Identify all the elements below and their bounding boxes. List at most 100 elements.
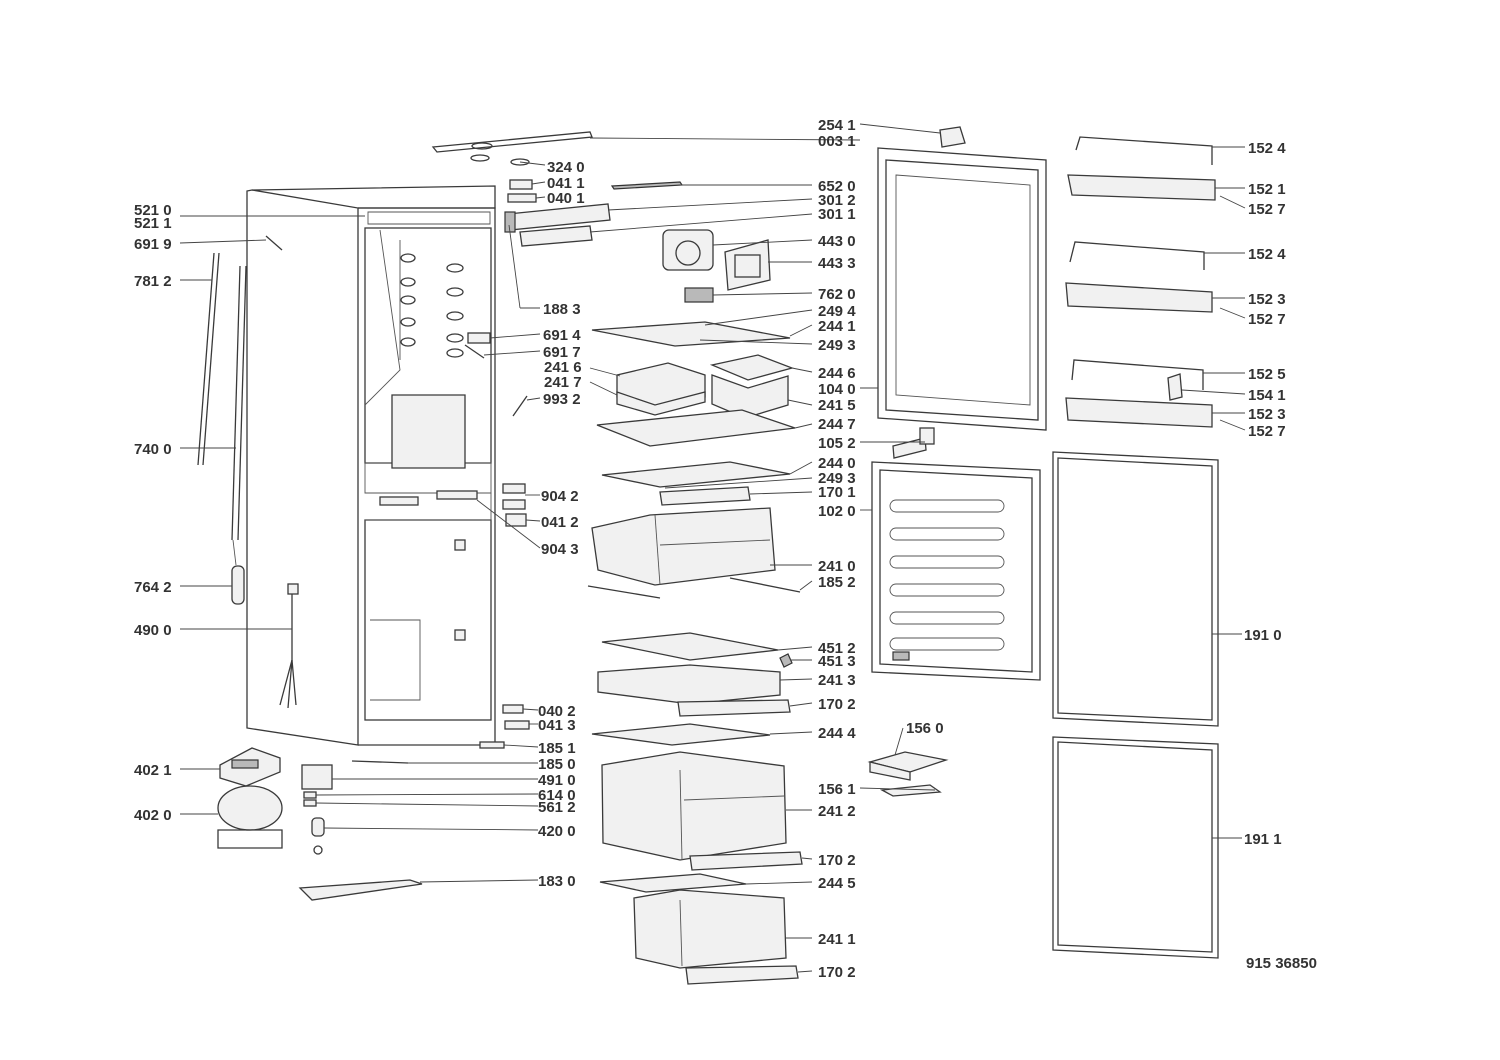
glass-plate-part (601, 461, 791, 488)
control-strip-part (610, 181, 684, 190)
callout-152-7a: 152 7 (1248, 201, 1286, 218)
callout-170-2c: 170 2 (818, 964, 856, 981)
callout-324-0: 324 0 (547, 159, 585, 176)
callout-041-3: 041 3 (538, 717, 576, 734)
fridge-door-part (1052, 451, 1219, 727)
callout-249-3b: 249 3 (818, 470, 856, 487)
callout-156-0: 156 0 (906, 720, 944, 737)
callout-691-9: 691 9 (134, 236, 172, 253)
callout-241-6: 241 6 (544, 359, 582, 376)
callout-993-2: 993 2 (543, 391, 581, 408)
callout-691-7: 691 7 (543, 344, 581, 361)
callout-188-3: 188 3 (543, 301, 581, 318)
callout-244-0: 244 0 (818, 455, 856, 472)
electrical-box-part (301, 760, 409, 855)
callout-614-0: 614 0 (538, 787, 576, 804)
compressor-part (217, 785, 283, 849)
freezer-door-part (1052, 736, 1219, 959)
callout-249-4: 249 4 (818, 303, 856, 320)
drain-tube-part (197, 252, 215, 466)
diagram-reference-number: 915 36850 (1246, 955, 1317, 972)
callout-781-2: 781 2 (134, 273, 172, 290)
callout-244-6: 244 6 (818, 365, 856, 382)
callout-152-4a: 152 4 (1248, 140, 1286, 157)
callout-740-0: 740 0 (134, 441, 172, 458)
callout-691-4: 691 4 (543, 327, 581, 344)
callout-003-1: 003 1 (818, 133, 856, 150)
callout-170-2b: 170 2 (818, 852, 856, 869)
callout-521-1: 521 1 (134, 215, 172, 232)
callout-105-2: 105 2 (818, 435, 856, 452)
drawer-small-part (633, 889, 787, 969)
callout-244-5: 244 5 (818, 875, 856, 892)
callout-191-1: 191 1 (1244, 831, 1282, 848)
callout-762-0: 762 0 (818, 286, 856, 303)
callout-561-2: 561 2 (538, 799, 576, 816)
callout-244-1: 244 1 (818, 318, 856, 335)
callout-152-7c: 152 7 (1248, 423, 1286, 440)
callout-491-0: 491 0 (538, 772, 576, 789)
drawer-flat-part (597, 664, 781, 705)
cabinet-body-part (246, 185, 496, 746)
drawer-large-part (591, 507, 776, 586)
control-panel-part (504, 203, 611, 247)
callout-102-0: 102 0 (818, 503, 856, 520)
callout-152-5: 152 5 (1248, 366, 1286, 383)
callout-191-0: 191 0 (1244, 627, 1282, 644)
callout-443-3: 443 3 (818, 255, 856, 272)
callout-451-2: 451 2 (818, 640, 856, 657)
condenser-part (231, 265, 247, 566)
callout-170-2a: 170 2 (818, 696, 856, 713)
callout-041-2: 041 2 (541, 514, 579, 531)
callout-443-0: 443 0 (818, 233, 856, 250)
callout-241-7: 241 7 (544, 374, 582, 391)
callout-490-0: 490 0 (134, 622, 172, 639)
callout-041-1: 041 1 (547, 175, 585, 192)
fan-part (662, 229, 714, 271)
glass-shelf-part (591, 321, 791, 347)
door-balcony-middle-part (1065, 241, 1213, 313)
callout-764-2: 764 2 (134, 579, 172, 596)
callout-152-3a: 152 3 (1248, 291, 1286, 308)
callout-152-4b: 152 4 (1248, 246, 1286, 263)
callout-402-0: 402 0 (134, 807, 172, 824)
callout-249-3: 249 3 (818, 337, 856, 354)
hinge-cap-part (939, 126, 966, 148)
door-balcony-bottom-part (1065, 359, 1213, 428)
fridge-door-liner-part (877, 147, 1047, 431)
callout-241-2: 241 2 (818, 803, 856, 820)
fan-cover-part (724, 239, 771, 291)
callout-241-3: 241 3 (818, 672, 856, 689)
callout-244-7: 244 7 (818, 416, 856, 433)
callout-156-1: 156 1 (818, 781, 856, 798)
lamp-cover-part (467, 332, 491, 344)
glass-plate3-part (599, 873, 747, 893)
hinge-cover-part (507, 179, 537, 203)
callout-301-2: 301 2 (818, 192, 856, 209)
callout-904-2: 904 2 (541, 488, 579, 505)
front-strip-part (659, 486, 751, 506)
callout-652-0: 652 0 (818, 178, 856, 195)
filter-drier-part (231, 565, 245, 605)
callout-152-7b: 152 7 (1248, 311, 1286, 328)
callout-154-1: 154 1 (1248, 387, 1286, 404)
callout-170-1: 170 1 (818, 484, 856, 501)
crisper-small-part (616, 362, 706, 416)
callout-241-1: 241 1 (818, 931, 856, 948)
filter-part (684, 287, 714, 303)
callout-104-0: 104 0 (818, 381, 856, 398)
callout-185-1: 185 1 (538, 740, 576, 757)
callout-040-1: 040 1 (547, 190, 585, 207)
callout-183-0: 183 0 (538, 873, 576, 890)
callout-254-1: 254 1 (818, 117, 856, 134)
callout-904-3: 904 3 (541, 541, 579, 558)
freezer-door-liner-part (871, 461, 1041, 681)
base-rail-part (298, 879, 423, 901)
callout-244-4: 244 4 (818, 725, 856, 742)
callout-152-3b: 152 3 (1248, 406, 1286, 423)
door-balcony-top-part (1067, 136, 1216, 201)
tray-part (601, 632, 779, 661)
callout-402-1: 402 1 (134, 762, 172, 779)
bracket-part (265, 235, 283, 251)
